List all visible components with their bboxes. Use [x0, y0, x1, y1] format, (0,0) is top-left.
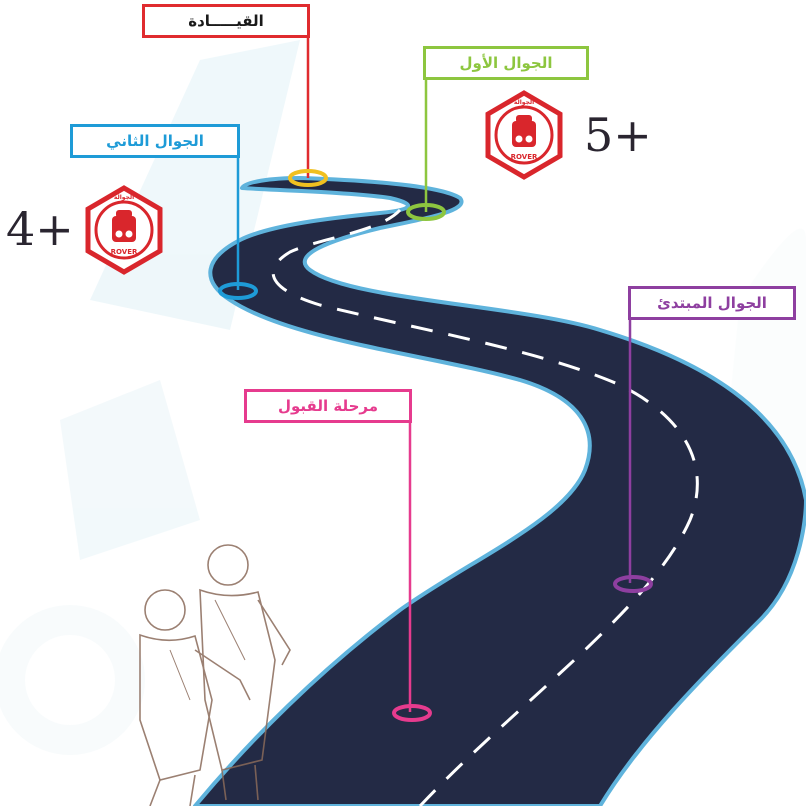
label-second-rover: الجوال الثاني: [70, 124, 240, 158]
label-acceptance: مرحلة القبول: [244, 389, 412, 423]
badge-5-bottom-text: ROVER: [511, 153, 538, 161]
badge-4-top-text: الجوالة: [114, 194, 134, 201]
rover-badge-5: ROVER الجوالة: [488, 93, 560, 177]
badge-4-count: 4+: [6, 206, 74, 252]
label-leadership: القيـــــادة: [142, 4, 310, 38]
badge-5-count: 5+: [584, 112, 652, 158]
badge-5-top-text: الجوالة: [514, 99, 534, 106]
rover-badge-4: ROVER الجوالة: [88, 188, 160, 272]
label-first-rover: الجوال الأول: [423, 46, 589, 80]
label-beginner-rover: الجوال المبتدئ: [628, 286, 796, 320]
badge-4-bottom-text: ROVER: [111, 248, 138, 256]
